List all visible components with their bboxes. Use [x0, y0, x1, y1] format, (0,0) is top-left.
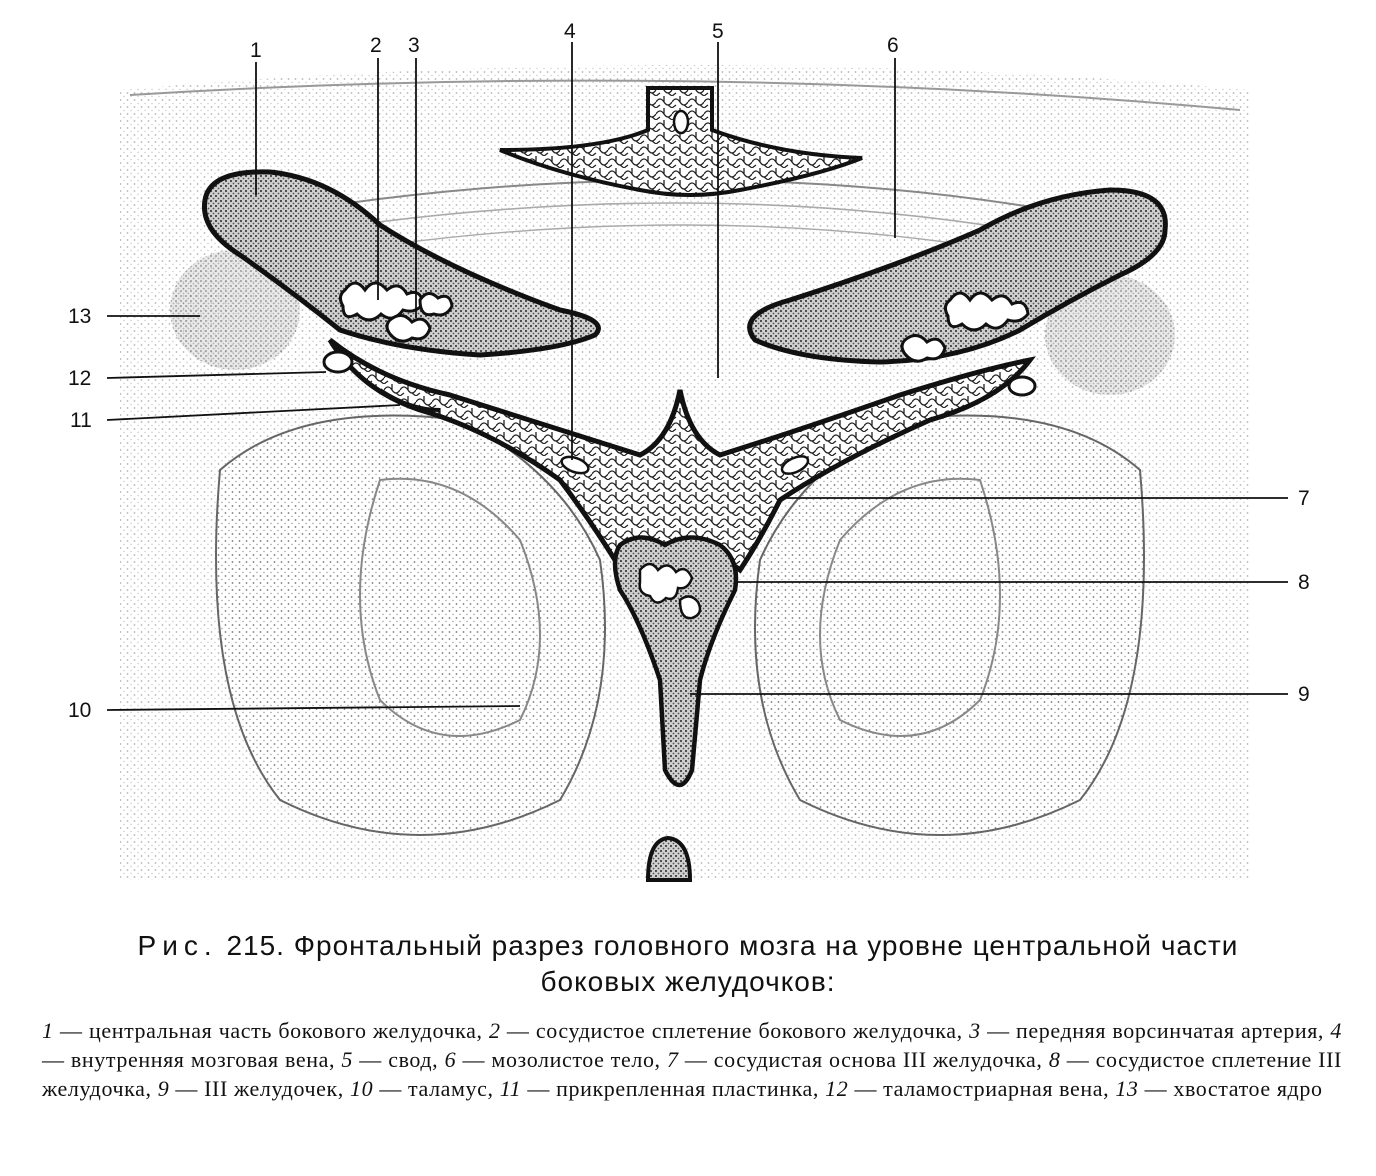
figure-caption: Рис. 215. Фронтальный разрез головного м…	[0, 928, 1376, 1000]
legend-number: 11	[499, 1076, 522, 1101]
legend-text: сосудистая основа III желудочка,	[713, 1047, 1043, 1072]
legend-number: 2	[488, 1018, 501, 1043]
legend-entry: 2 — сосудистое сплетение бокового желудо…	[488, 1018, 963, 1043]
figure-legend: 1 — центральная часть бокового желудочка…	[42, 1016, 1342, 1103]
legend-number: 1	[42, 1018, 54, 1043]
brain-section-diagram: 1 2 3 4 5 6 7 8 9 10 11 12 13	[68, 20, 1310, 882]
legend-text: сосудистое сплетение III желудочка,	[42, 1047, 1342, 1101]
legend-entry: 13 — хвостатое ядро	[1115, 1076, 1323, 1101]
caudate-nucleus-left	[170, 250, 300, 370]
legend-text: свод,	[388, 1047, 439, 1072]
label-11: 11	[70, 409, 92, 432]
number-labels: 1 2 3 4 5 6 7 8 9 10 11 12 13	[68, 20, 1310, 722]
tela-choroidea	[327, 338, 1036, 574]
choroid-plexus-lateral	[338, 281, 1030, 363]
third-ventricle	[612, 535, 739, 788]
label-10: 10	[68, 699, 91, 722]
legend-number: 13	[1115, 1076, 1139, 1101]
legend-entry: 12 — таламостриарная вена,	[825, 1076, 1110, 1101]
legend-text: передняя ворсинчатая артерия,	[1016, 1018, 1325, 1043]
label-7: 7	[1298, 487, 1310, 510]
legend-text: таламус,	[408, 1076, 494, 1101]
legend-entry: 8 — сосудистое сплетение III желудочка,	[42, 1047, 1342, 1101]
legend-text: прикрепленная пластинка,	[556, 1076, 820, 1101]
legend-number: 5	[341, 1047, 353, 1072]
label-4: 4	[564, 20, 576, 43]
legend-entry: 1 — центральная часть бокового желудочка…	[42, 1018, 483, 1043]
caption-prefix: Рис.	[137, 930, 218, 961]
internal-cerebral-vein-left	[560, 455, 590, 475]
internal-cerebral-vein-right	[780, 455, 810, 475]
legend-number: 9	[157, 1076, 170, 1101]
choroid-plexus-third	[638, 562, 702, 620]
legend-text: таламостриарная вена,	[883, 1076, 1110, 1101]
fornix	[499, 86, 863, 197]
thalamostriate-vein-right	[1007, 375, 1037, 397]
legend-entry: 5 — свод,	[341, 1047, 439, 1072]
legend-entry: 10 — таламус,	[350, 1076, 494, 1101]
legend-entry: 6 — мозолистое тело,	[444, 1047, 661, 1072]
leader-lines	[106, 42, 1288, 711]
legend-text: мозолистое тело,	[491, 1047, 661, 1072]
legend-number: 7	[666, 1047, 679, 1072]
caption-title-line1: Фронтальный разрез головного мозга на ур…	[293, 930, 1239, 961]
legend-entry: 9 — III желудочек,	[157, 1076, 344, 1101]
caption-number: 215.	[226, 930, 285, 961]
legend-entry: 11 — прикрепленная пластинка,	[499, 1076, 820, 1101]
thalamostriate-vein-left	[322, 350, 354, 374]
legend-number: 6	[444, 1047, 457, 1072]
legend-number: 8	[1048, 1047, 1061, 1072]
label-12: 12	[68, 367, 91, 390]
caption-title: Рис. 215. Фронтальный разрез головного м…	[0, 928, 1376, 1000]
legend-text: сосудистое сплетение бокового желудочка,	[535, 1018, 963, 1043]
legend-number: 3	[969, 1018, 981, 1043]
label-1: 1	[250, 39, 262, 62]
lateral-ventricle	[201, 169, 1168, 365]
legend-text: III желудочек,	[204, 1076, 344, 1101]
label-2: 2	[370, 34, 382, 57]
label-6: 6	[887, 34, 899, 57]
caption-title-line2: боковых желудочков:	[540, 966, 836, 997]
thalamus	[215, 414, 1145, 836]
lamina-affixa	[378, 388, 441, 412]
legend-number: 4	[1330, 1018, 1342, 1043]
legend-text: центральная часть бокового желудочка,	[88, 1018, 483, 1043]
legend-entry: 7 — сосудистая основа III желудочка,	[666, 1047, 1043, 1072]
legend-text: хвостатое ядро	[1173, 1076, 1323, 1101]
label-13: 13	[68, 305, 91, 328]
legend-text: внутренняя мозговая вена,	[70, 1047, 336, 1072]
legend-entry: 3 — передняя ворсинчатая артерия,	[969, 1018, 1325, 1043]
legend-entry: 4 — внутренняя мозговая вена,	[42, 1018, 1342, 1072]
legend-number: 12	[825, 1076, 849, 1101]
label-8: 8	[1298, 571, 1310, 594]
caudate-nucleus-right	[1045, 275, 1175, 395]
label-9: 9	[1298, 683, 1310, 706]
label-3: 3	[408, 34, 420, 57]
label-5: 5	[712, 20, 724, 43]
lower-cavity	[645, 835, 693, 882]
legend-number: 10	[350, 1076, 374, 1101]
